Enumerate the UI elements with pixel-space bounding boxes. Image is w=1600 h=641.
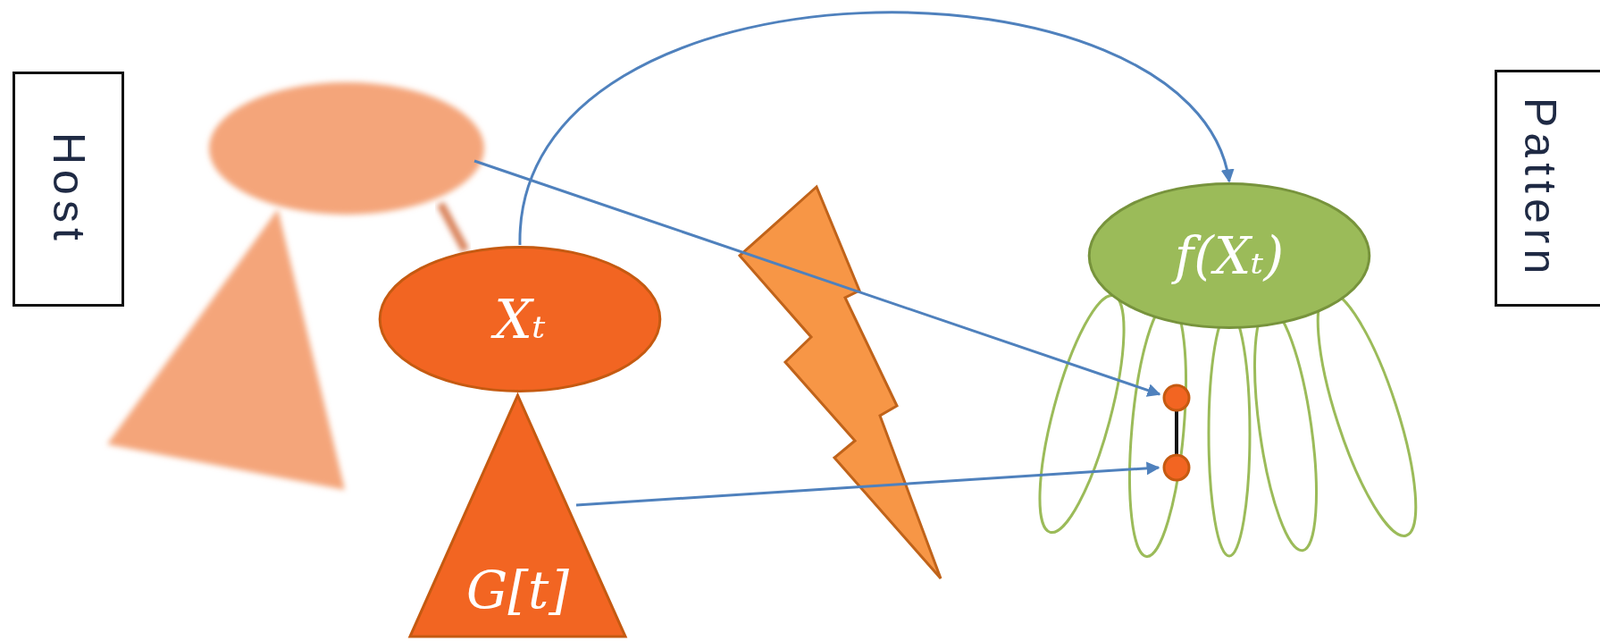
blurred-bag <box>209 82 485 215</box>
bag-ellipse: Xₜ <box>376 244 663 394</box>
subtree-triangle: G[t] <box>408 393 628 638</box>
bag-loop <box>1022 287 1142 539</box>
math-label: G[t] <box>466 560 570 620</box>
triangle-shape <box>410 394 626 637</box>
pattern-vertex <box>1164 385 1190 411</box>
bag-loop <box>1208 310 1250 556</box>
ellipse-shape <box>1089 183 1370 327</box>
lightning-bolt <box>739 186 941 579</box>
image-bag-ellipse: f(Xₜ) <box>1086 181 1373 330</box>
mapping-arrow <box>576 467 1159 505</box>
math-label: f(Xₜ) <box>1174 226 1284 286</box>
bag-loop <box>1242 303 1329 553</box>
pattern-vertex <box>1164 454 1190 480</box>
pattern-box: Pattern <box>1494 69 1600 307</box>
side-label: Host <box>43 132 93 246</box>
math-label: Xₜ <box>494 288 546 351</box>
blurred-tree-edge <box>440 203 466 251</box>
ellipse-shape <box>379 246 661 391</box>
host-box: Host <box>12 71 125 307</box>
blurred-subtree <box>107 209 345 490</box>
bag-loop <box>1121 299 1196 559</box>
side-label: Pattern <box>1515 97 1565 279</box>
bag-loop <box>1298 282 1435 545</box>
